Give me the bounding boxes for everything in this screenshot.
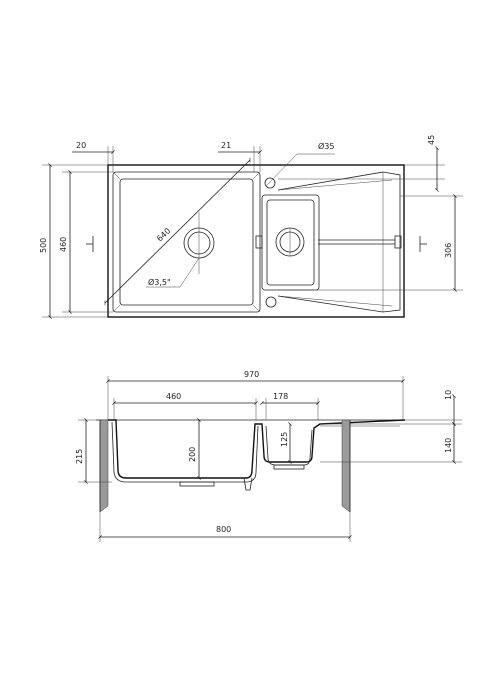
tap-hole <box>264 177 276 189</box>
cabinet-wall-right <box>341 419 351 513</box>
dim-diagonal-label: 640 <box>155 226 172 243</box>
dim-overall-width: 970 <box>244 370 259 379</box>
top-view: 640 Ø3,5" 20 21 Ø35 45 500 460 <box>39 135 463 319</box>
tap-hole-bottom <box>265 296 277 308</box>
sink-section-profile <box>108 419 406 479</box>
dim-small-bowl-width: 178 <box>273 392 288 401</box>
small-bowl-outer <box>261 194 320 291</box>
dim-small-bowl-depth: 306 <box>444 243 453 258</box>
dim-drain-label: Ø3,5" <box>148 277 171 287</box>
dim-frame-left: 20 <box>76 141 86 150</box>
dim-rim: 10 <box>444 390 453 400</box>
dim-large-bowl-width: 460 <box>166 392 181 401</box>
dim-drainer-height: 140 <box>444 438 453 453</box>
dim-cabinet-width: 800 <box>216 525 231 534</box>
dim-cabinet-height: 215 <box>75 449 84 464</box>
drainer-surface <box>277 171 401 313</box>
small-bowl-inner <box>266 199 315 286</box>
dim-offset-top: 21 <box>221 141 231 150</box>
dim-tap-hole: Ø35 <box>318 141 334 151</box>
section-view: 970 460 178 10 14 <box>75 370 462 542</box>
dim-top-edge: 45 <box>427 135 436 145</box>
dim-large-bowl-depth: 200 <box>188 447 197 462</box>
dim-small-bowl-depth-section: 125 <box>280 432 289 447</box>
cabinet-wall-left <box>99 419 109 513</box>
large-bowl-inner <box>119 178 254 306</box>
large-bowl-outer <box>112 171 261 313</box>
dim-overall-depth: 500 <box>39 238 48 253</box>
dim-bowl-depth: 460 <box>59 237 68 252</box>
